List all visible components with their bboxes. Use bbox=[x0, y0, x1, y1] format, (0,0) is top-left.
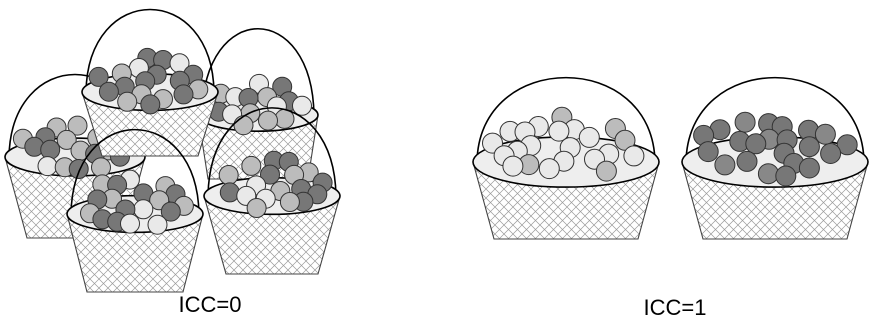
ball-icon bbox=[596, 161, 616, 181]
ball-icon bbox=[799, 137, 819, 157]
ball-icon bbox=[737, 151, 757, 171]
ball-icon bbox=[220, 183, 239, 202]
ball-icon bbox=[99, 82, 118, 101]
ball-icon bbox=[799, 158, 819, 178]
ball-icon bbox=[92, 158, 111, 177]
ball-icon bbox=[234, 116, 253, 135]
basket-icon bbox=[82, 10, 218, 157]
icc-0-label: ICC=0 bbox=[150, 292, 270, 318]
ball-icon bbox=[41, 140, 60, 159]
ball-icon bbox=[715, 155, 735, 175]
ball-icon bbox=[821, 144, 841, 164]
icc-1-label: ICC=1 bbox=[615, 295, 735, 321]
ball-icon bbox=[624, 146, 644, 166]
ball-icon bbox=[539, 159, 559, 179]
ball-icon bbox=[259, 111, 278, 130]
ball-icon bbox=[758, 164, 778, 184]
ball-icon bbox=[698, 142, 718, 162]
ball-icon bbox=[579, 127, 599, 147]
ball-icon bbox=[219, 166, 238, 185]
ball-icon bbox=[38, 157, 57, 176]
ball-icon bbox=[746, 134, 766, 154]
ball-icon bbox=[148, 215, 167, 234]
ball-icon bbox=[280, 193, 299, 212]
ball-icon bbox=[118, 92, 137, 111]
ball-icon bbox=[776, 166, 796, 186]
ball-icon bbox=[121, 214, 140, 233]
basket-icon bbox=[682, 78, 868, 239]
ball-icon bbox=[735, 112, 755, 132]
ball-icon bbox=[141, 95, 160, 114]
ball-icon bbox=[174, 85, 193, 104]
ball-icon bbox=[247, 199, 266, 218]
basket-icon bbox=[198, 29, 318, 179]
ball-icon bbox=[242, 156, 261, 175]
basket-icon bbox=[473, 78, 659, 239]
ball-icon bbox=[134, 200, 153, 219]
ball-icon bbox=[69, 160, 88, 179]
ball-icon bbox=[503, 156, 523, 176]
